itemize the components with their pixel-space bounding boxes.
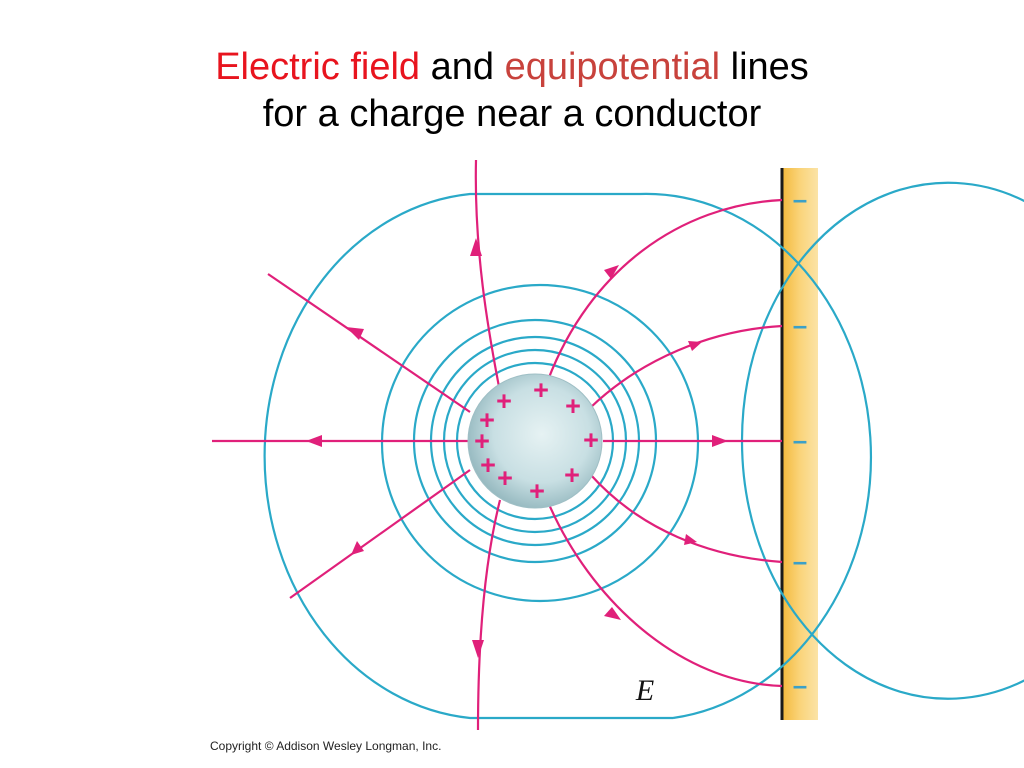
title-equipotential: equipotential: [504, 46, 721, 88]
minus-sign: –: [793, 546, 807, 576]
arrowhead: [470, 238, 482, 256]
title-lines: lines: [720, 46, 809, 88]
arrowhead: [351, 541, 364, 555]
plus-sign: +: [480, 450, 496, 480]
minus-sign: –: [793, 184, 807, 214]
minus-sign: –: [793, 310, 807, 340]
slide-title: Electric field and equipotential lines f…: [0, 44, 1024, 138]
field-lines: [212, 159, 783, 731]
plus-sign: +: [565, 391, 581, 421]
charged-sphere: [467, 373, 603, 509]
field-label-e: E: [635, 674, 654, 707]
title-and: and: [420, 46, 505, 88]
field-arrows: [306, 238, 728, 658]
equipotential-line: [380, 283, 700, 603]
conductor-signs: – – – – –: [793, 184, 807, 700]
field-line: [267, 273, 471, 413]
arrowhead: [604, 607, 621, 620]
arrowhead: [604, 265, 619, 279]
equipotential-line: [740, 181, 1024, 700]
minus-sign: –: [793, 670, 807, 700]
title-electric-field: Electric field: [215, 46, 421, 88]
arrowhead: [684, 534, 697, 545]
arrowhead: [688, 341, 702, 351]
minus-sign: –: [793, 425, 807, 455]
plus-sign: +: [533, 375, 549, 405]
plus-sign: +: [529, 476, 545, 506]
field-line: [289, 469, 471, 599]
arrowhead: [712, 435, 728, 447]
copyright-notice: Copyright © Addison Wesley Longman, Inc.: [210, 739, 442, 753]
plus-sign: +: [583, 425, 599, 455]
title-line2: for a charge near a conductor: [262, 93, 762, 135]
arrowhead: [472, 640, 484, 658]
field-line: [474, 159, 502, 393]
charge-signs: + + + + + + + + + +: [474, 375, 599, 506]
arrowhead: [306, 435, 322, 447]
field-line: [589, 324, 783, 409]
field-line: [476, 499, 502, 731]
arrowhead: [346, 327, 364, 340]
plus-sign: +: [479, 405, 495, 435]
plus-sign: +: [496, 386, 512, 416]
plus-sign: +: [497, 463, 513, 493]
field-line: [546, 198, 783, 381]
field-line: [589, 473, 783, 564]
field-line: [546, 501, 783, 688]
plus-sign: +: [474, 426, 490, 456]
equipotential-lines: [263, 181, 1024, 720]
plus-sign: +: [564, 460, 580, 490]
equipotential-line: [263, 192, 872, 720]
